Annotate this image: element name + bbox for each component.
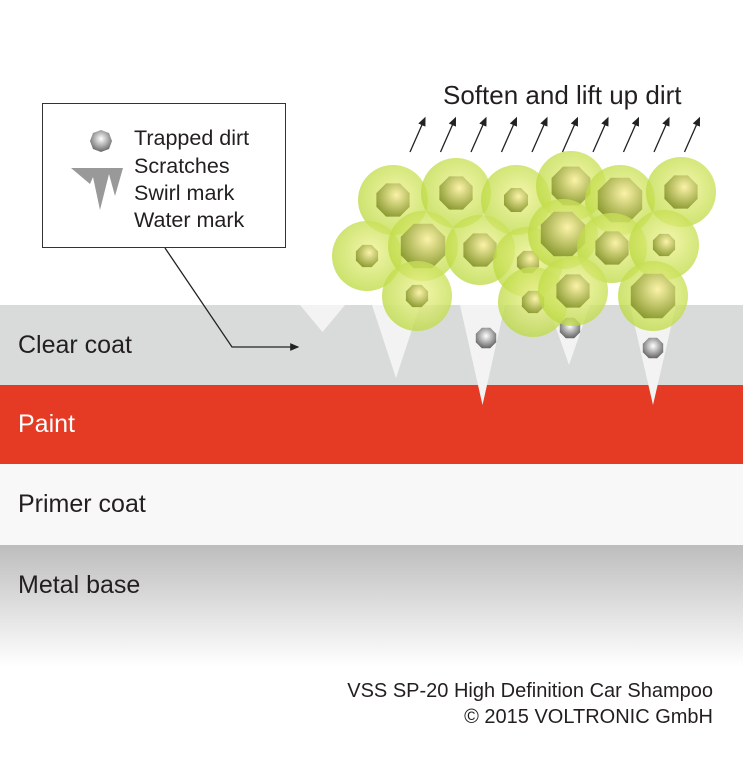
diagram-title: Soften and lift up dirt: [443, 80, 682, 110]
bubble-core: [652, 233, 676, 257]
scratch: [460, 305, 505, 405]
bubble-core: [595, 231, 629, 265]
bubble-core: [540, 211, 586, 257]
metal-label: Metal base: [18, 571, 141, 599]
up-arrow: [622, 116, 640, 153]
up-arrow: [592, 116, 609, 153]
bubble-core: [376, 183, 410, 217]
dirt-particle: [642, 337, 664, 359]
up-arrow: [439, 116, 457, 153]
bubble-core: [355, 244, 379, 268]
scratch: [300, 305, 345, 332]
bubble-core: [551, 166, 591, 206]
bubble-core: [463, 233, 497, 267]
bubble-core: [504, 188, 528, 212]
legend-swirl-mark: Swirl mark: [134, 181, 235, 205]
bubble-core: [597, 177, 643, 223]
paint-layer: [0, 385, 743, 464]
bubble-core: [400, 223, 446, 269]
legend-scratches: Scratches: [134, 154, 230, 178]
lift-arrows: [409, 116, 701, 153]
primer-label: Primer coat: [18, 490, 146, 518]
up-arrow: [409, 116, 426, 153]
bubble-core: [439, 176, 473, 210]
scratch-icon: [71, 168, 123, 210]
legend-pointer: [164, 247, 300, 351]
legend-water-mark: Water mark: [134, 208, 245, 232]
bubble-core: [664, 175, 698, 209]
dirt-particle: [475, 327, 497, 349]
clear-coat-label: Clear coat: [18, 331, 132, 359]
legend-box: Trapped dirt Scratches Swirl mark Water …: [42, 103, 286, 248]
footer-copyright: © 2015 VOLTRONIC GmbH: [464, 706, 713, 728]
dirt-icon: [90, 130, 112, 152]
bubble-core: [630, 273, 676, 319]
bubble-core: [405, 284, 429, 308]
clear-coat-layer: [0, 305, 743, 385]
up-arrow: [500, 116, 518, 153]
bubble-core: [556, 274, 590, 308]
paint-label: Paint: [18, 410, 75, 438]
up-arrow: [470, 116, 487, 153]
up-arrow: [683, 116, 701, 153]
metal-layer: [0, 545, 743, 667]
legend-trapped-dirt: Trapped dirt: [134, 126, 250, 150]
up-arrow: [561, 116, 579, 153]
footer-product: VSS SP-20 High Definition Car Shampoo: [347, 680, 713, 702]
shampoo-bubbles: [332, 151, 716, 337]
up-arrow: [653, 116, 670, 153]
primer-layer: [0, 464, 743, 545]
legend-icons: [71, 130, 123, 210]
up-arrow: [531, 116, 548, 153]
